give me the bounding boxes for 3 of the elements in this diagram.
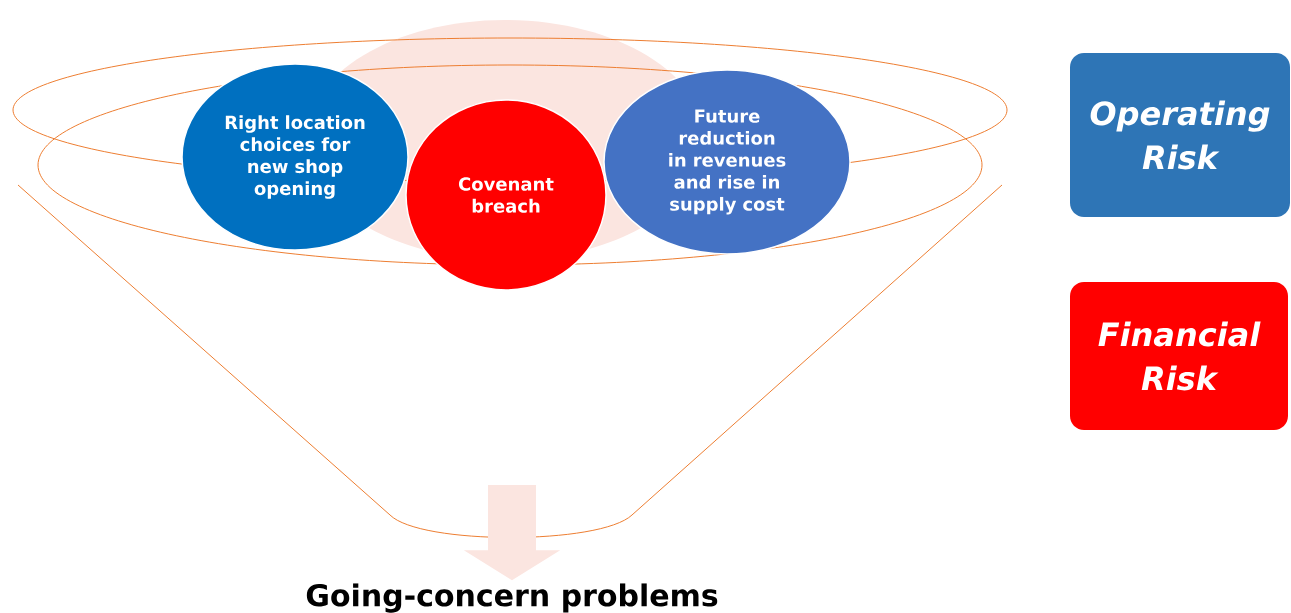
legend-box: Operating Risk [1070, 53, 1290, 217]
legend-box: Financial Risk [1070, 282, 1288, 430]
outcome-text: Going-concern problems [306, 583, 718, 613]
